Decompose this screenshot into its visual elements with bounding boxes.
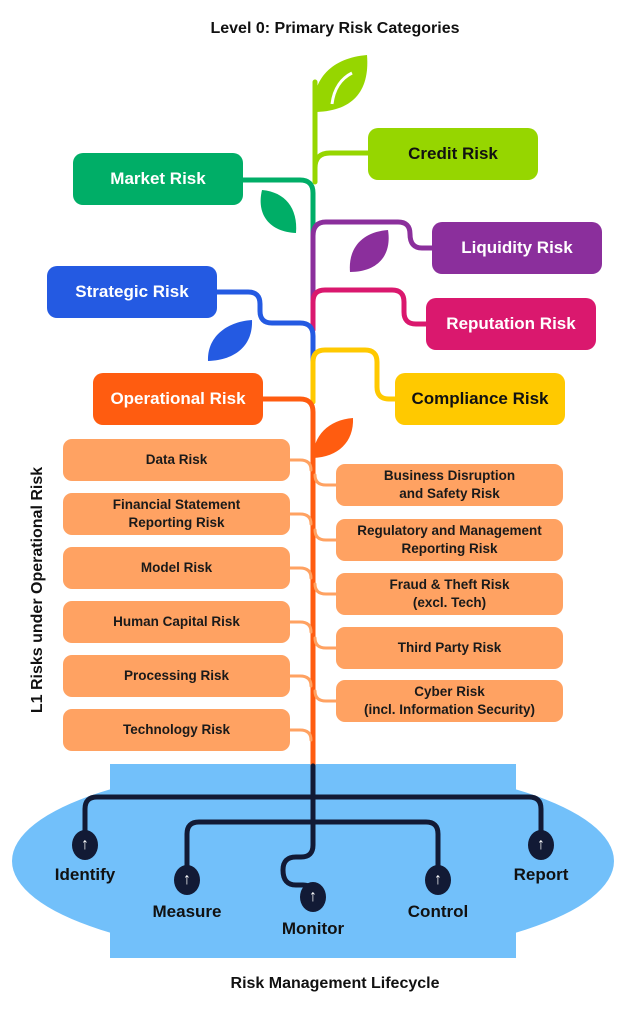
market-risk-box: Market Risk — [73, 153, 243, 205]
inner-lifecycle-line — [184, 819, 441, 883]
operational-trunk — [260, 396, 316, 769]
l1-risk-box: Fraud & Theft Risk (excl. Tech) — [336, 573, 563, 615]
l1-vertical-label: L1 Risks under Operational Risk — [29, 466, 46, 714]
strategic-branch — [214, 289, 316, 365]
l1-risk-box: Processing Risk — [63, 655, 290, 697]
leaf-icon-purple — [349, 230, 389, 272]
leaf-icon-green — [260, 190, 297, 233]
l1-risk-box: Regulatory and Management Reporting Risk — [336, 519, 563, 561]
arrow-up-icon: ↑ — [72, 830, 98, 860]
leaf-icon-blue — [207, 320, 253, 361]
step-measure: Measure — [152, 902, 222, 921]
arrow-up-icon: ↑ — [425, 865, 451, 895]
arrow-up-icon: ↑ — [174, 865, 200, 895]
l1-risk-box: Business Disruption and Safety Risk — [336, 464, 563, 506]
l1-risk-box: Financial Statement Reporting Risk — [63, 493, 290, 535]
operational-risk-box: Operational Risk — [93, 373, 263, 425]
l1-risk-box: Third Party Risk — [336, 627, 563, 669]
l1-risk-box: Cyber Risk (incl. Information Security) — [336, 680, 563, 722]
arrow-up-icon: ↑ — [300, 882, 326, 912]
step-identify: Identify — [54, 865, 116, 884]
strategic-risk-box: Strategic Risk — [47, 266, 217, 318]
compliance-risk-box: Compliance Risk — [395, 373, 565, 425]
leaf-icon-orange — [313, 418, 354, 458]
market-branch — [240, 177, 316, 239]
step-monitor: Monitor — [281, 919, 345, 938]
reputation-risk-box: Reputation Risk — [426, 298, 596, 350]
l1-risk-box: Human Capital Risk — [63, 601, 290, 643]
step-control: Control — [407, 902, 469, 921]
compliance-branch — [310, 347, 400, 405]
liquidity-branch — [310, 219, 437, 303]
reputation-branch — [310, 287, 431, 333]
step-report: Report — [513, 865, 569, 884]
diagram-title: Level 0: Primary Risk Categories — [210, 20, 460, 37]
l1-risk-box: Technology Risk — [63, 709, 290, 751]
l1-risk-box: Model Risk — [63, 547, 290, 589]
credit-risk-box: Credit Risk — [368, 128, 538, 180]
arrow-up-icon: ↑ — [528, 830, 554, 860]
l1-risk-box: Data Risk — [63, 439, 290, 481]
lifecycle-title: Risk Management Lifecycle — [230, 975, 440, 992]
outer-lifecycle-line — [82, 794, 544, 848]
liquidity-risk-box: Liquidity Risk — [432, 222, 602, 274]
